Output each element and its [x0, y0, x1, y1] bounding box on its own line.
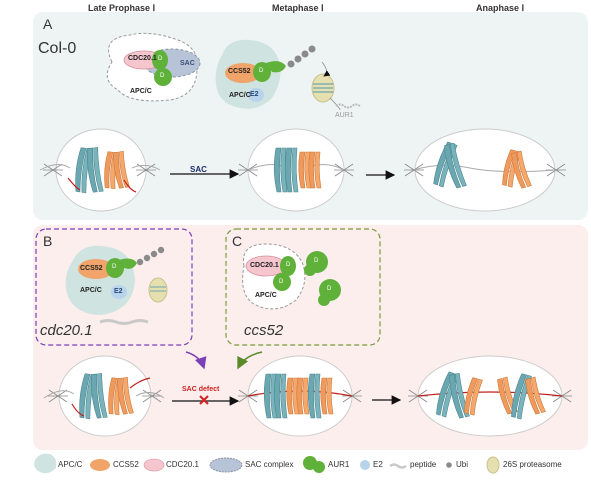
arrow-from-b	[185, 351, 207, 370]
cell-a-prophase	[39, 128, 161, 212]
legend-label-proteasome: 26S proteasome	[503, 460, 562, 469]
arrow-from-c	[237, 351, 263, 370]
label-ccs52-a: CCS52	[228, 68, 251, 75]
cell-a-anaphase	[403, 128, 567, 212]
label-aur1-a: AUR1	[335, 112, 354, 119]
label-sac-defect: SAC defect	[182, 386, 220, 393]
label-d-a1: D	[158, 56, 163, 62]
label-ccs52-b: CCS52	[80, 265, 103, 272]
label-d-b: D	[112, 264, 117, 270]
label-d-c1: D	[286, 262, 291, 268]
panel-a-letter: A	[43, 16, 53, 32]
label-e2-b: E2	[114, 288, 123, 295]
label-sac-arrow: SAC	[190, 165, 207, 174]
label-apc-a2: APC/C	[229, 92, 251, 99]
phase-label-metaphase: Metaphase Ⅰ	[272, 3, 324, 13]
panel-a-genotype: Col-0	[38, 40, 77, 57]
legend-label-apc: APC/C	[58, 460, 83, 469]
panel-b-letter: B	[43, 233, 53, 249]
legend-label-peptide: peptide	[410, 460, 437, 469]
panel-c-letter: C	[232, 233, 243, 249]
label-e2-a: E2	[250, 91, 259, 98]
cell-mutant-anaphase	[407, 355, 573, 437]
legend-label-ubi: Ubi	[456, 460, 469, 469]
legend-label-cdc20: CDC20.1	[166, 460, 199, 469]
apc-cdc20-complex-c	[242, 243, 341, 310]
label-d-a2: D	[160, 73, 165, 79]
phase-label-late-prophase: Late Prophase Ⅰ	[88, 3, 156, 13]
apc-cdc20-sac-complex	[106, 32, 201, 102]
label-d-c3: D	[314, 258, 319, 264]
legend-label-sac-complex: SAC complex	[245, 460, 294, 469]
label-d-c4: D	[327, 286, 332, 292]
label-d-a3: D	[259, 68, 264, 74]
apc-ccs52-complex-b	[65, 245, 168, 325]
label-apc-b: APC/C	[80, 287, 102, 294]
panel-c-frame	[225, 228, 381, 346]
legend-label-ccs52: CCS52	[113, 460, 139, 469]
label-apc-c: APC/C	[255, 292, 277, 299]
label-cdc20-a: CDC20.1	[128, 55, 157, 62]
cross-icon	[199, 395, 209, 405]
cell-mutant-metaphase	[237, 355, 363, 437]
label-apc-a1: APC/C	[130, 88, 152, 95]
legend-label-aur1: AUR1	[328, 460, 350, 469]
proteasome-a	[311, 61, 361, 111]
label-cdc20-c: CDC20.1	[250, 262, 279, 269]
phase-label-anaphase: Anaphase Ⅰ	[476, 3, 525, 13]
apc-ccs52-complex-a	[215, 39, 316, 109]
panel-c-genotype: ccs52	[244, 322, 284, 339]
label-d-c2: D	[279, 279, 284, 285]
panel-b-frame	[35, 228, 193, 346]
legend-label-e2: E2	[373, 460, 383, 469]
label-sac-a: SAC	[180, 60, 195, 67]
legend-shapes	[34, 453, 500, 474]
cell-a-metaphase	[237, 128, 355, 212]
panel-b-genotype: cdc20.1	[40, 322, 93, 339]
cell-mutant-prophase	[43, 355, 165, 437]
